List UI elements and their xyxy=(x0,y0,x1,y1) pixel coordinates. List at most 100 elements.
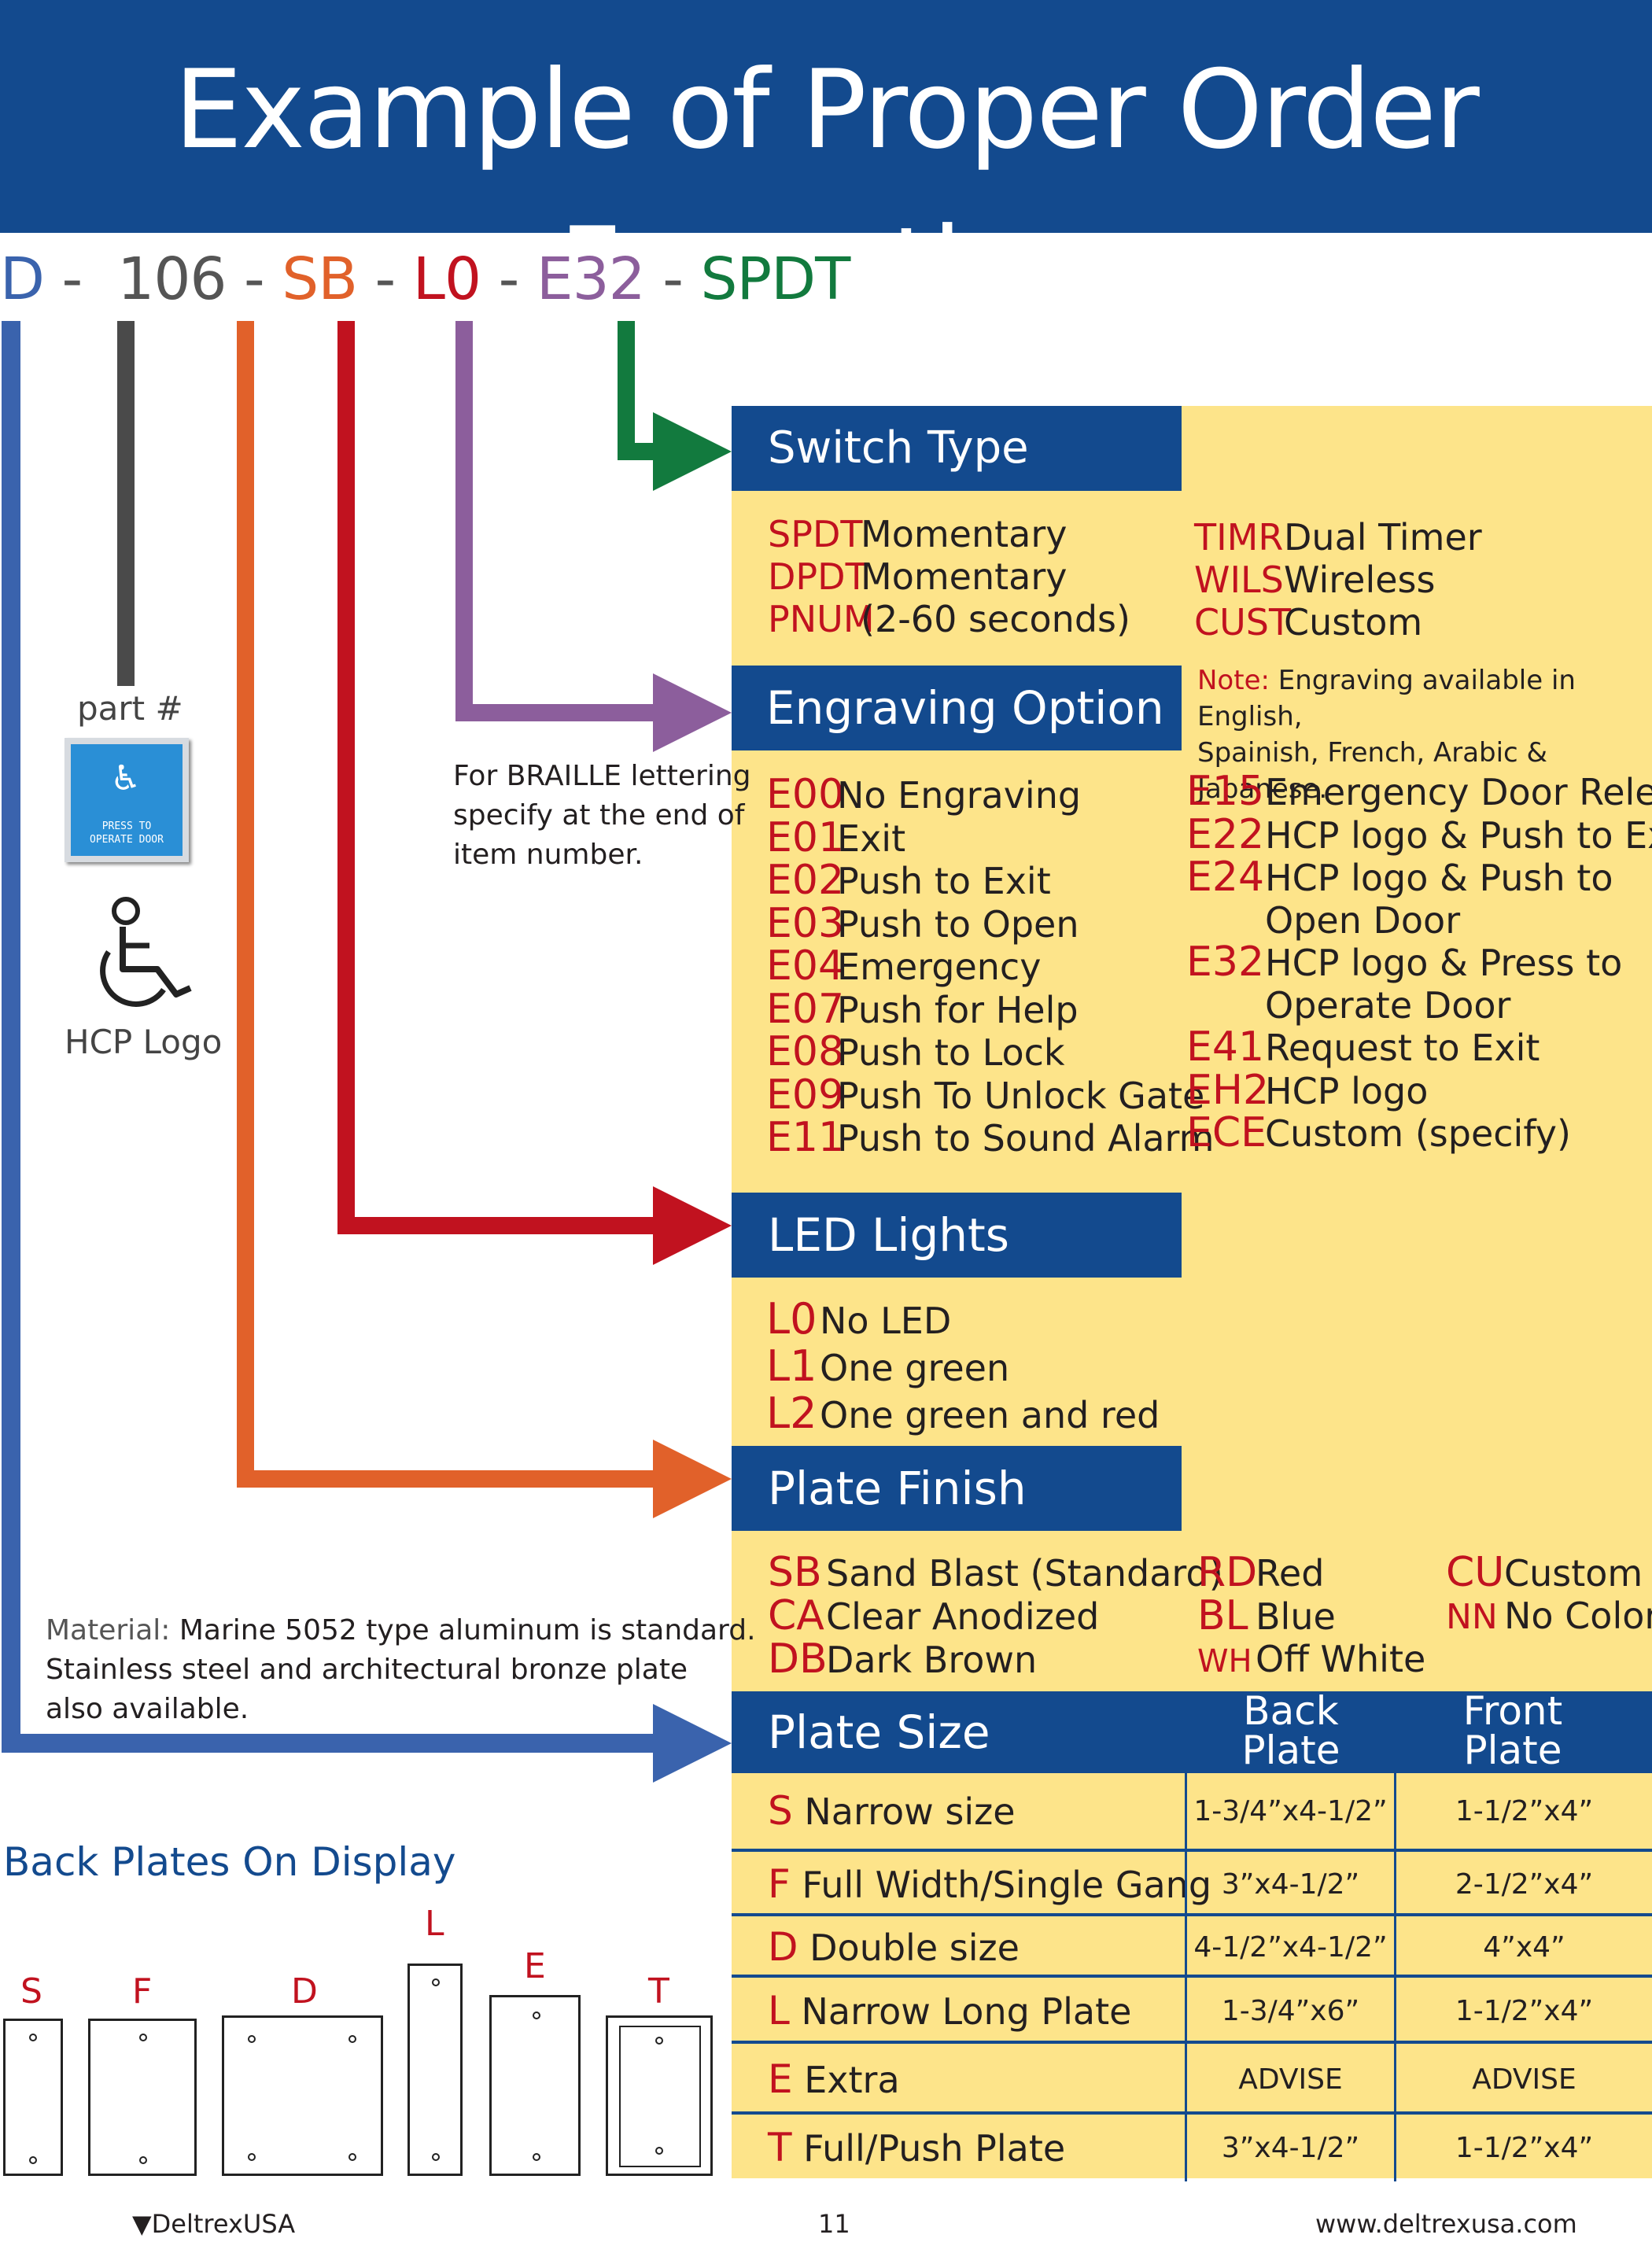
led-list: L0No LED L1One green L2One green and red xyxy=(766,1296,1160,1438)
footer-page-number: 11 xyxy=(818,2209,850,2239)
back-plate-l xyxy=(407,1964,463,2176)
option-code: E11 xyxy=(766,1114,845,1161)
braille-note: For BRAILLE lettering specify at the end… xyxy=(453,757,751,875)
size-code: F xyxy=(768,1861,791,1907)
engraving-note-line: Spainish, French, Arabic & Japanese. xyxy=(1197,737,1548,805)
table-row: T Full/Push Plate 3”x4-1/2” 1-1/2”x4” xyxy=(732,2111,1652,2181)
code-separator: - xyxy=(226,245,282,313)
header-line: Plate xyxy=(1241,1728,1340,1773)
front-plate-size: ADVISE xyxy=(1472,2063,1576,2096)
list-item: CUSTCustom xyxy=(1194,601,1482,643)
plate-finish-heading: Plate Finish xyxy=(732,1446,1182,1531)
back-plate-f xyxy=(88,2019,197,2176)
size-label: L Narrow Long Plate xyxy=(768,1978,1131,2045)
engraving-right-list: E15Emergency Door Release E22HCP logo & … xyxy=(1186,770,1652,1156)
list-item: E41Request to Exit xyxy=(1186,1026,1652,1070)
option-code: SB xyxy=(768,1549,822,1596)
option-label: Emergency Door Release xyxy=(1265,771,1652,813)
option-code: L0 xyxy=(766,1294,817,1344)
material-note-line: also available. xyxy=(46,1693,249,1725)
size-label: E Extra xyxy=(768,2044,900,2115)
option-code: E32 xyxy=(1186,938,1265,986)
switch-type-right-list: TIMRDual Timer WILSWireless CUSTCustom xyxy=(1194,516,1482,643)
option-label: Red xyxy=(1256,1552,1325,1595)
code-part-l0: L0 xyxy=(412,245,481,313)
back-plate-e xyxy=(489,1995,581,2176)
option-code: DB xyxy=(768,1635,828,1683)
option-code: RD xyxy=(1197,1549,1258,1596)
list-item: CUCustom xyxy=(1446,1551,1652,1595)
size-label: D Double size xyxy=(768,1916,1020,1978)
option-label: (2-60 seconds) xyxy=(861,598,1130,640)
option-label: Emergency xyxy=(837,946,1042,988)
size-label: S Narrow size xyxy=(768,1773,1016,1849)
front-plate-size: 1-1/2”x4” xyxy=(1455,1794,1594,1827)
part-number-label: part # xyxy=(77,689,183,728)
back-plate-size: 1-3/4”x4-1/2” xyxy=(1193,1794,1388,1827)
front-plate-size: 1-1/2”x4” xyxy=(1455,1994,1594,2027)
list-item: E24HCP logo & Push to xyxy=(1186,856,1652,900)
option-label: Dark Brown xyxy=(826,1639,1038,1681)
option-code: L2 xyxy=(766,1388,817,1438)
order-code: D - 106 - SB - L0 - E32 - SPDT xyxy=(0,236,850,323)
option-label: HCP logo xyxy=(1265,1069,1429,1112)
button-text-line1: PRESS TO xyxy=(101,820,152,832)
front-plate-size: 4”x4” xyxy=(1483,1930,1565,1964)
back-plate-d xyxy=(222,2015,383,2176)
engraving-left-list: E00No Engraving E01Exit E02Push to Exit … xyxy=(766,773,1214,1161)
braille-note-line: specify at the end of xyxy=(453,799,745,832)
connector-e32-line xyxy=(455,321,669,721)
option-code: E07 xyxy=(766,985,845,1033)
footer-brand: ▼DeltrexUSA xyxy=(132,2209,295,2239)
hcp-logo-label: HCP Logo xyxy=(65,1023,223,1061)
braille-note-line: item number. xyxy=(453,839,643,871)
material-note: Material: Marine 5052 type aluminum is s… xyxy=(46,1611,756,1729)
list-item: ECECustom (specify) xyxy=(1186,1112,1652,1156)
front-plate-outline xyxy=(619,2026,701,2167)
switch-type-left-list: SPDTMomentary DPDTMomentary PNUM(2-60 se… xyxy=(768,513,1130,640)
button-face: ♿ PRESS TO OPERATE DOOR xyxy=(71,744,183,856)
back-plate-t xyxy=(606,2015,713,2176)
header-line: Front xyxy=(1462,1688,1563,1734)
connector-spdt-arrowhead xyxy=(653,412,732,491)
code-part-e32: E32 xyxy=(536,245,646,313)
list-item: PNUM(2-60 seconds) xyxy=(768,598,1130,640)
option-code: NN xyxy=(1446,1597,1498,1637)
list-item: E02Push to Exit xyxy=(766,859,1214,903)
size-text: Narrow Long Plate xyxy=(801,1990,1132,2033)
engraving-heading: Engraving Option xyxy=(732,666,1182,750)
option-label: HCP logo & Press to xyxy=(1265,942,1623,984)
option-code: E04 xyxy=(766,942,845,990)
list-item: E07Push for Help xyxy=(766,985,1214,1033)
option-label: Push To Unlock Gate xyxy=(837,1074,1205,1117)
code-part-sb: SB xyxy=(282,245,358,313)
table-row: L Narrow Long Plate 1-3/4”x6” 1-1/2”x4” xyxy=(732,1975,1652,2044)
button-text-line2: OPERATE DOOR xyxy=(90,834,164,846)
code-separator: - xyxy=(357,245,413,313)
list-item: E09Push To Unlock Gate xyxy=(766,1074,1214,1118)
option-code: WH xyxy=(1197,1643,1252,1680)
option-code: E03 xyxy=(766,899,845,947)
option-label: Custom (specify) xyxy=(1265,1112,1571,1155)
hcp-logo-icon xyxy=(100,897,192,1007)
option-label: No LED xyxy=(820,1300,952,1342)
option-label: Blue xyxy=(1256,1595,1336,1638)
braille-note-line: For BRAILLE lettering xyxy=(453,760,751,792)
option-code: WILS xyxy=(1194,559,1284,601)
table-row: F Full Width/Single Gang 3”x4-1/2” 2-1/2… xyxy=(732,1849,1652,1916)
list-item: L2One green and red xyxy=(766,1391,1160,1438)
code-separator: - xyxy=(644,245,701,313)
option-code: SPDT xyxy=(768,513,863,555)
option-label: One green and red xyxy=(820,1394,1160,1436)
list-item: DBDark Brown xyxy=(768,1638,1223,1681)
option-label: Push for Help xyxy=(837,988,1079,1031)
header-line: Plate xyxy=(1463,1728,1562,1773)
code-separator: - xyxy=(43,245,118,313)
size-label: T Full/Push Plate xyxy=(768,2115,1065,2182)
footer-url[interactable]: www.deltrexusa.com xyxy=(1315,2209,1577,2239)
size-code: T xyxy=(768,2125,792,2170)
wheelchair-icon: ♿ xyxy=(110,758,142,798)
list-item: SPDTMomentary xyxy=(768,513,1130,555)
